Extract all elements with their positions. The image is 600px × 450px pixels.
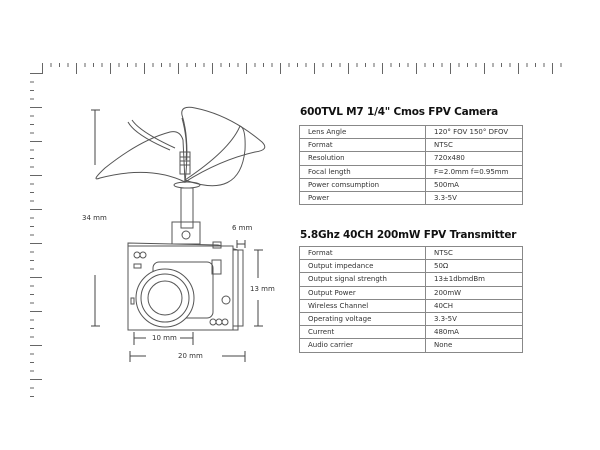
spec-value: 3.3-5V xyxy=(425,311,523,327)
spec-value: 3.3-5V xyxy=(425,190,523,206)
spec-key: Power xyxy=(299,190,426,206)
spec-value: F=2.0mm f=0.95mm xyxy=(425,164,523,179)
camera-spec-title: 600TVL M7 1/4" Cmos FPV Camera xyxy=(300,106,499,118)
spec-key: Audio carrier xyxy=(299,338,426,353)
spec-key: Output signal strength xyxy=(299,272,426,287)
spec-value: 13±1dbmdBm xyxy=(425,272,523,287)
spec-key: Format xyxy=(299,245,426,261)
spec-value: 480mA xyxy=(425,325,523,340)
lens-width-dimension-label: 10 mm xyxy=(152,334,177,342)
spec-value: 120° FOV 150° DFOV xyxy=(425,124,523,140)
spec-key: Operating voltage xyxy=(299,311,426,327)
spec-value: NTSC xyxy=(425,138,523,153)
body-width-dimension-label: 20 mm xyxy=(178,352,203,360)
spec-value: 500mA xyxy=(425,177,523,192)
spec-key: Lens Angle xyxy=(299,124,426,140)
spec-value: 40CH xyxy=(425,298,523,313)
transmitter-spec-title: 5.8Ghz 40CH 200mW FPV Transmitter xyxy=(300,229,517,241)
camera-illustration xyxy=(91,106,266,362)
spec-key: Power comsumption xyxy=(299,177,426,192)
spec-value: None xyxy=(425,338,523,353)
spec-key: Format xyxy=(299,138,426,153)
height-dimension-label: 34 mm xyxy=(82,214,107,222)
spec-key: Wireless Channel xyxy=(299,298,426,313)
ruler xyxy=(30,63,562,397)
spec-value: NTSC xyxy=(425,245,523,261)
spec-key: Output Power xyxy=(299,285,426,300)
spec-key: Current xyxy=(299,325,426,340)
body-height-dimension-label: 13 mm xyxy=(250,285,275,293)
spec-value: 720x480 xyxy=(425,151,523,166)
spec-key: Resolution xyxy=(299,151,426,166)
spec-key: Focal length xyxy=(299,164,426,179)
depth-dimension-label: 6 mm xyxy=(232,224,253,232)
spec-key: Output impedance xyxy=(299,259,426,274)
spec-value: 200mW xyxy=(425,285,523,300)
spec-value: 50Ω xyxy=(425,259,523,274)
